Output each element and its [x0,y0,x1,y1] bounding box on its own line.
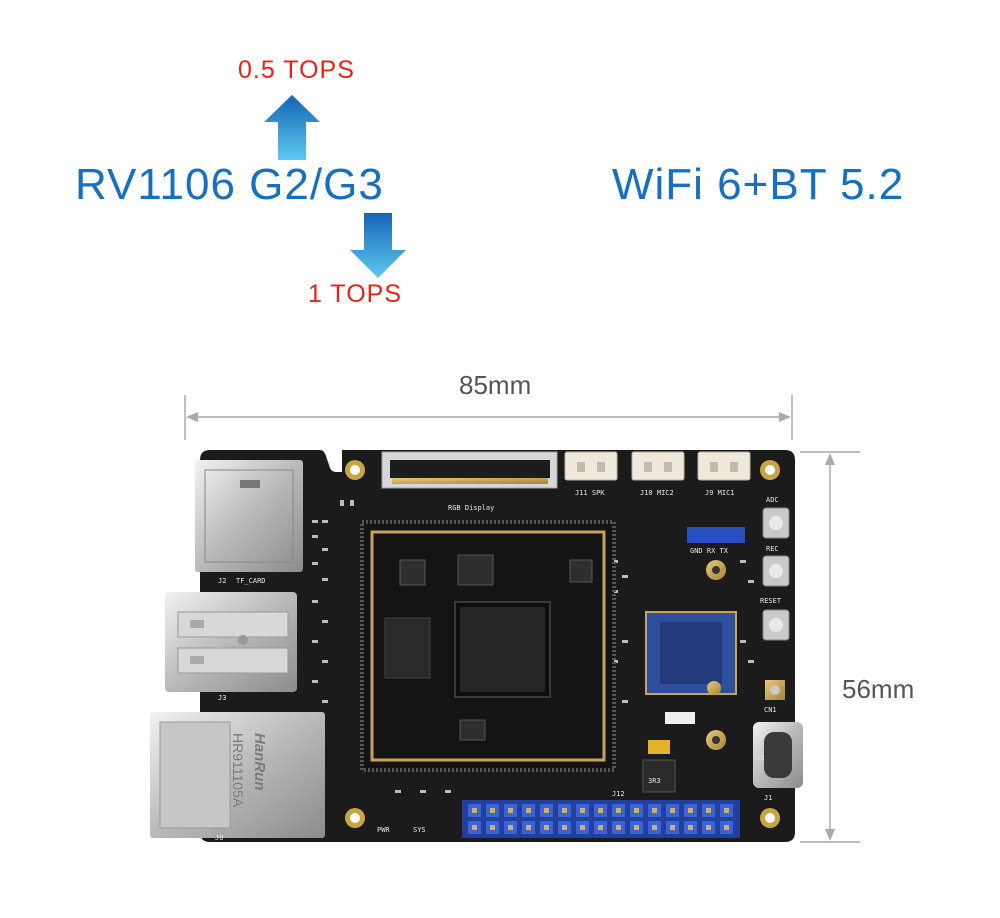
j1-label: J1 [764,794,772,802]
pwr-led-label: PWR [377,826,390,834]
gpio-pin-tip [508,825,513,830]
gpio-pin-tip [670,825,675,830]
antenna-label: CN1 [764,706,777,714]
gpio-pin-tip [688,808,693,813]
wifi-bt-module [645,611,737,695]
gpio-pin-tip [616,825,621,830]
gpio-pin-tip [598,825,603,830]
adc-label: ADC [766,496,779,504]
gpio-pin-tip [508,808,513,813]
wireless-title: WiFi 6+BT 5.2 [612,160,905,209]
height-dimension-label: 56mm [842,674,915,704]
module-small-chips [399,554,593,741]
gpio-pin-tip [544,808,549,813]
usbc-label: J5 [756,754,764,762]
ethernet-part-label: HR911105A [230,733,246,808]
gpio-pin-tip [490,825,495,830]
gpio-pin-tip [562,808,567,813]
audio-connectors [564,451,751,481]
gpio-pin-tip [472,808,477,813]
gpio-pin-tip [706,808,711,813]
j3-label: J3 [218,694,226,702]
gpio-pin-tip [634,808,639,813]
down-arrow-icon [350,213,406,278]
gpio-pin-tip [598,808,603,813]
sys-led-label: SYS [413,826,426,834]
rgb-display-connector [381,451,558,489]
tactile-buttons [762,507,790,641]
tantalum-capacitor [648,740,670,754]
gpio-pin-tip [724,808,729,813]
mic1-label: J9 MIC1 [705,489,735,497]
gpio-pin-tip [616,808,621,813]
ethernet-jack: HanRun HR911105A [150,712,325,838]
gpio-pin-tip [688,825,693,830]
usb-a-port [165,592,297,692]
gpio-pin-tip [670,808,675,813]
ethernet-brand-label: HanRun [251,733,268,791]
mic2-label: J10 MIC2 [640,489,674,497]
tf-card-slot [195,460,303,572]
j2-label: J2 [218,577,226,585]
g2-tops-label: 0.5 TOPS [238,56,355,84]
slide-switch [665,712,695,724]
spk-label: J11 SPK [575,489,605,497]
rec-label: REC [766,545,779,553]
up-arrow-icon [264,95,320,160]
j12-label: J12 [612,790,625,798]
silkscreen-labels: RGB Display TF_CARD J11 SPK J10 MIC2 J9 … [215,489,782,842]
gpio-pin-tip [580,808,585,813]
height-dimension-line [800,451,860,843]
gpio-pin-array [468,804,733,834]
g3-tops-label: 1 TOPS [308,280,403,308]
j8-label: J8 [215,834,223,842]
microphones [706,560,726,750]
gpio-pin-tip [472,825,477,830]
antenna-connector [765,680,785,700]
gpio-pin-tip [526,825,531,830]
usb-c-port [753,722,803,788]
inductor-label: 3R3 [648,777,661,785]
uart-header [687,527,745,543]
tf-card-label: TF_CARD [236,577,266,585]
uart-label: GND RX TX [690,547,729,555]
memory-chip [384,617,431,679]
width-dimension-label: 85mm [459,370,532,400]
gpio-pin-tip [634,825,639,830]
gpio-pin-tip [544,825,549,830]
gpio-pin-tip [652,825,657,830]
gpio-pin-tip [580,825,585,830]
gpio-pin-tip [562,825,567,830]
chip-title: RV1106 G2/G3 [75,160,384,209]
gpio-pin-tip [490,808,495,813]
rgb-display-label: RGB Display [448,504,494,512]
gpio-pin-tip [652,808,657,813]
gpio-pin-tip [526,808,531,813]
width-dimension-line [184,395,793,440]
power-inductor [642,759,676,793]
gpio-pin-tip [724,825,729,830]
reset-label: RESET [760,597,782,605]
rv1106-soc-chip [454,601,551,698]
gpio-pin-tip [706,825,711,830]
